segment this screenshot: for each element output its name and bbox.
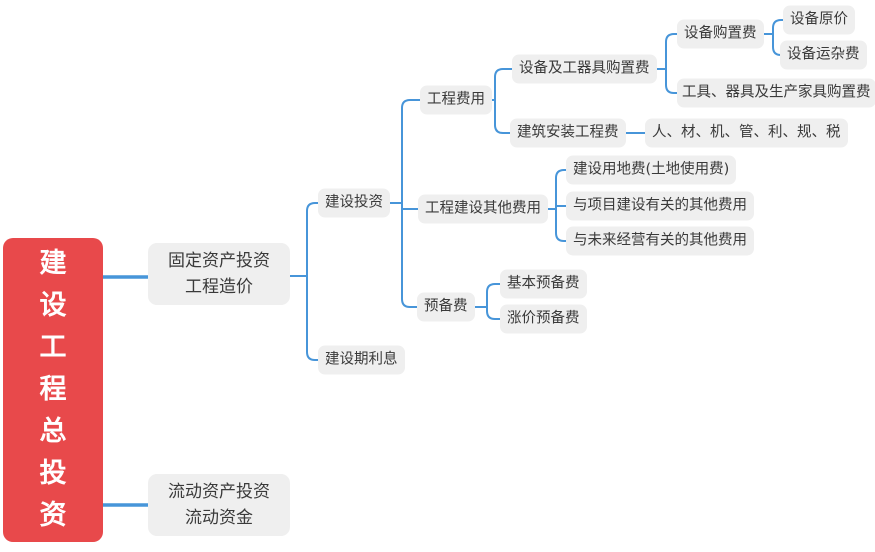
node-other-engineering-construction-cost[interactable]: 工程建设其他费用 bbox=[418, 194, 548, 224]
node-construction-period-interest[interactable]: 建设期利息 bbox=[318, 345, 405, 375]
edge-to-tools-furniture bbox=[665, 69, 683, 94]
edge-to-price-increase-reserve bbox=[486, 307, 506, 320]
node-equipment-purchase-cost[interactable]: 设备购置费 bbox=[677, 19, 764, 49]
node-land-use-fee[interactable]: 建设用地费(土地使用费) bbox=[566, 155, 737, 185]
node-basic-reserve-fund[interactable]: 基本预备费 bbox=[500, 269, 587, 299]
root-label: 建设工程总投资 bbox=[39, 248, 67, 531]
node-engineering-cost[interactable]: 工程费用 bbox=[420, 85, 492, 115]
edge-to-equipment-and-tools bbox=[494, 68, 518, 100]
node-tools-appliances-furniture-purchase-cost[interactable]: 工具、器具及生产家具购置费 bbox=[677, 78, 875, 108]
node-equipment-original-price[interactable]: 设备原价 bbox=[783, 5, 855, 35]
node-labor-material-machine-items[interactable]: 人、材、机、管、利、规、税 bbox=[645, 118, 848, 148]
edge-to-land-use-fee bbox=[555, 169, 572, 209]
node-root-total-construction-investment[interactable]: 建设工程总投资 bbox=[3, 238, 103, 542]
edge-to-construction-installation bbox=[494, 100, 516, 134]
node-current-asset-investment[interactable]: 流动资产投资 流动资金 bbox=[148, 474, 290, 536]
edge-to-engineering-cost bbox=[401, 99, 426, 203]
node-reserve-fund[interactable]: 预备费 bbox=[417, 292, 475, 322]
node-fixed-asset-investment[interactable]: 固定资产投资 工程造价 bbox=[148, 243, 290, 305]
edge-to-reserve-fund bbox=[401, 203, 423, 308]
node-construction-installation-cost[interactable]: 建筑安装工程费 bbox=[510, 118, 626, 148]
edge-to-construction-investment bbox=[306, 202, 324, 276]
node-construction-investment[interactable]: 建设投资 bbox=[318, 188, 390, 218]
node-equipment-and-tools-purchase-cost[interactable]: 设备及工器具购置费 bbox=[512, 54, 657, 84]
edge-to-future-operation-other bbox=[555, 209, 572, 242]
node-equipment-freight-cost[interactable]: 设备运杂费 bbox=[780, 40, 867, 70]
node-future-operation-related-other-cost[interactable]: 与未来经营有关的其他费用 bbox=[566, 226, 754, 256]
edge-to-equipment-original-price bbox=[772, 19, 789, 34]
node-project-related-other-cost[interactable]: 与项目建设有关的其他费用 bbox=[566, 191, 754, 221]
node-price-increase-reserve-fund[interactable]: 涨价预备费 bbox=[500, 304, 587, 334]
edge-to-equipment-purchase bbox=[665, 33, 683, 69]
edge-to-basic-reserve bbox=[486, 283, 506, 307]
edge-to-construction-period-interest bbox=[306, 276, 324, 361]
